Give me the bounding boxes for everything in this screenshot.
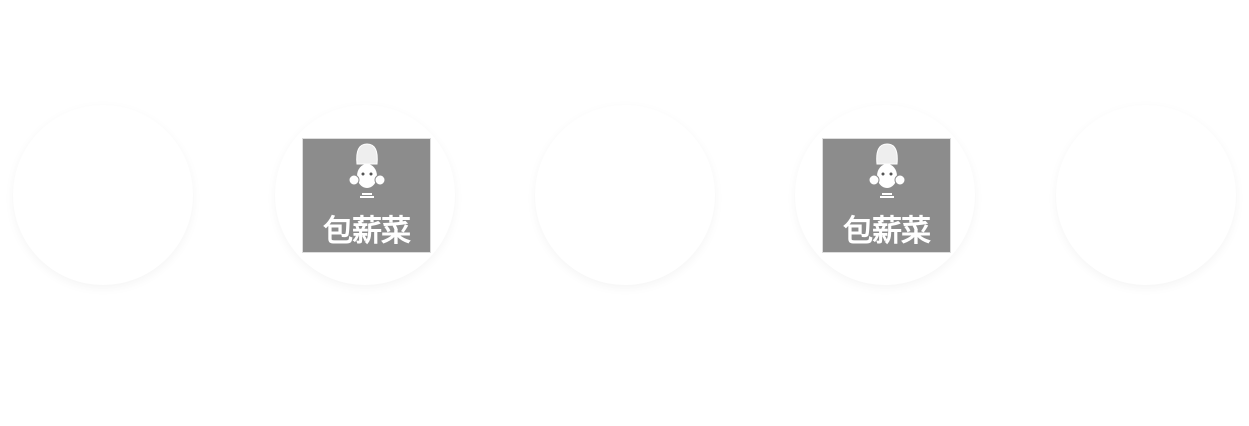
partner-card-2[interactable]: 包薪菜	[275, 105, 455, 285]
baoxincai-logo: 包薪菜	[822, 138, 951, 253]
mascot-icon	[348, 143, 386, 198]
partner-card-4[interactable]: 包薪菜	[795, 105, 975, 285]
logo-text: 包薪菜	[323, 214, 411, 249]
partner-card-5[interactable]	[1056, 105, 1236, 285]
partner-card-1[interactable]	[13, 105, 193, 285]
mascot-icon	[868, 143, 906, 198]
logo-text: 包薪菜	[843, 214, 931, 249]
baoxincai-logo: 包薪菜	[302, 138, 431, 253]
partner-card-3[interactable]	[535, 105, 715, 285]
